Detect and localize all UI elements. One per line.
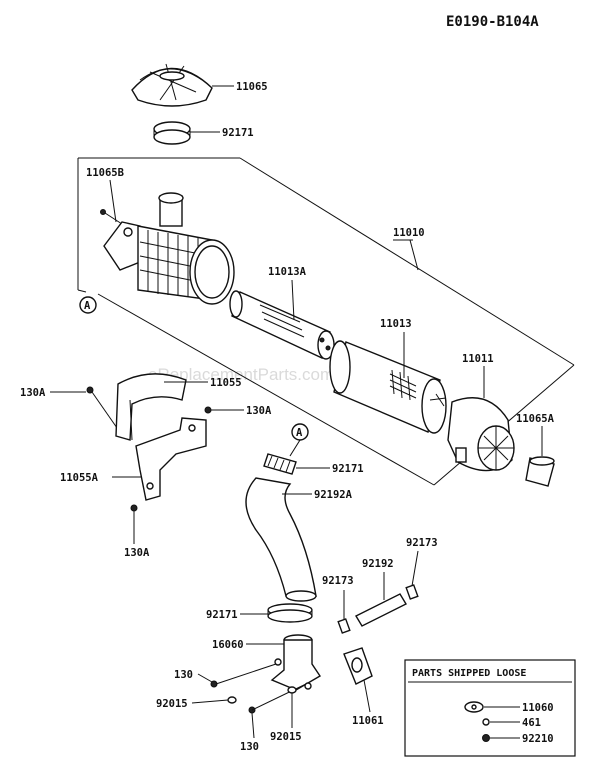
loose-part-92210[interactable] (482, 734, 490, 742)
label-92171-mid: 92171 (332, 463, 364, 475)
loose-label-461: 461 (522, 717, 541, 729)
hose-92192A-part[interactable] (245, 477, 317, 602)
elbow-16060-part[interactable] (270, 634, 321, 691)
label-92192A: 92192A (314, 489, 353, 501)
valve-11065A-part[interactable] (525, 456, 555, 487)
bolt-130A-left[interactable] (86, 386, 94, 394)
filter-11013-part[interactable] (329, 340, 447, 434)
label-11065: 11065 (236, 81, 268, 93)
washer-92015-b-part[interactable] (287, 686, 297, 694)
parts-shipped-loose-box: PARTS SHIPPED LOOSE 11060 461 92210 (404, 659, 576, 757)
label-92173-a: 92173 (322, 575, 354, 587)
loose-label-92210: 92210 (522, 733, 554, 745)
loose-label-11060: 11060 (522, 702, 554, 714)
watermark: eReplacementParts.com (148, 365, 334, 384)
clamp-92173-b-part[interactable] (405, 584, 419, 600)
label-92015-a: 92015 (156, 698, 188, 710)
label-92171-top: 92171 (222, 127, 254, 139)
bolt-130-lower-part[interactable] (248, 683, 307, 739)
diagram-id: E0190-B104A (446, 14, 539, 30)
bracket-11055A-part[interactable] (135, 417, 207, 501)
label-11055A: 11055A (60, 472, 99, 484)
filter-mesh-pattern (389, 369, 417, 401)
label-92015-b: 92015 (270, 731, 302, 743)
label-92171-low: 92171 (206, 609, 238, 621)
plate-11061-part[interactable] (343, 647, 373, 685)
bracket-11055-part[interactable] (115, 373, 187, 441)
label-11055: 11055 (210, 377, 242, 389)
label-11065B: 11065B (86, 167, 124, 179)
callout-A-top-label: A (84, 300, 91, 312)
label-130-upper: 130 (174, 669, 193, 681)
loose-part-461[interactable] (482, 718, 490, 726)
bolt-130-upper-part[interactable] (210, 663, 277, 688)
loose-box-title: PARTS SHIPPED LOOSE (412, 668, 526, 679)
label-11013A: 11013A (268, 266, 307, 278)
callout-A-top[interactable] (79, 296, 97, 314)
loose-part-11060[interactable] (464, 701, 484, 713)
label-11010: 11010 (393, 227, 425, 239)
label-130A-left: 130A (20, 387, 46, 399)
label-92192: 92192 (362, 558, 394, 570)
label-130A-bottom: 130A (124, 547, 150, 559)
clamp-92171-mid-part[interactable] (263, 453, 297, 475)
label-11061: 11061 (352, 715, 384, 727)
washer-92015-a-part[interactable] (227, 696, 237, 704)
assembly-outline-11010 (77, 157, 575, 486)
housing-body-part[interactable] (103, 192, 235, 305)
label-11011: 11011 (462, 353, 494, 365)
label-11065A: 11065A (516, 413, 555, 425)
clamp-92173-a-part[interactable] (337, 618, 351, 634)
label-130A-right: 130A (246, 405, 272, 417)
label-130-lower: 130 (240, 741, 259, 753)
label-92173-b: 92173 (406, 537, 438, 549)
bolt-11065B-part[interactable] (100, 209, 123, 225)
cover-11011-part[interactable] (447, 397, 515, 472)
clamp-92171-low-part[interactable] (267, 603, 313, 623)
label-11013: 11013 (380, 318, 412, 330)
clamp-92171-top-part[interactable] (153, 121, 191, 145)
cap-11065-part[interactable] (131, 63, 213, 107)
bolt-130A-right[interactable] (204, 406, 212, 414)
filter-11013A-part[interactable] (229, 290, 335, 360)
hose-92192-part[interactable] (355, 593, 407, 627)
label-16060: 16060 (212, 639, 244, 651)
callout-A-lower-label: A (296, 427, 303, 439)
bolt-130A-bottom[interactable] (130, 504, 138, 512)
